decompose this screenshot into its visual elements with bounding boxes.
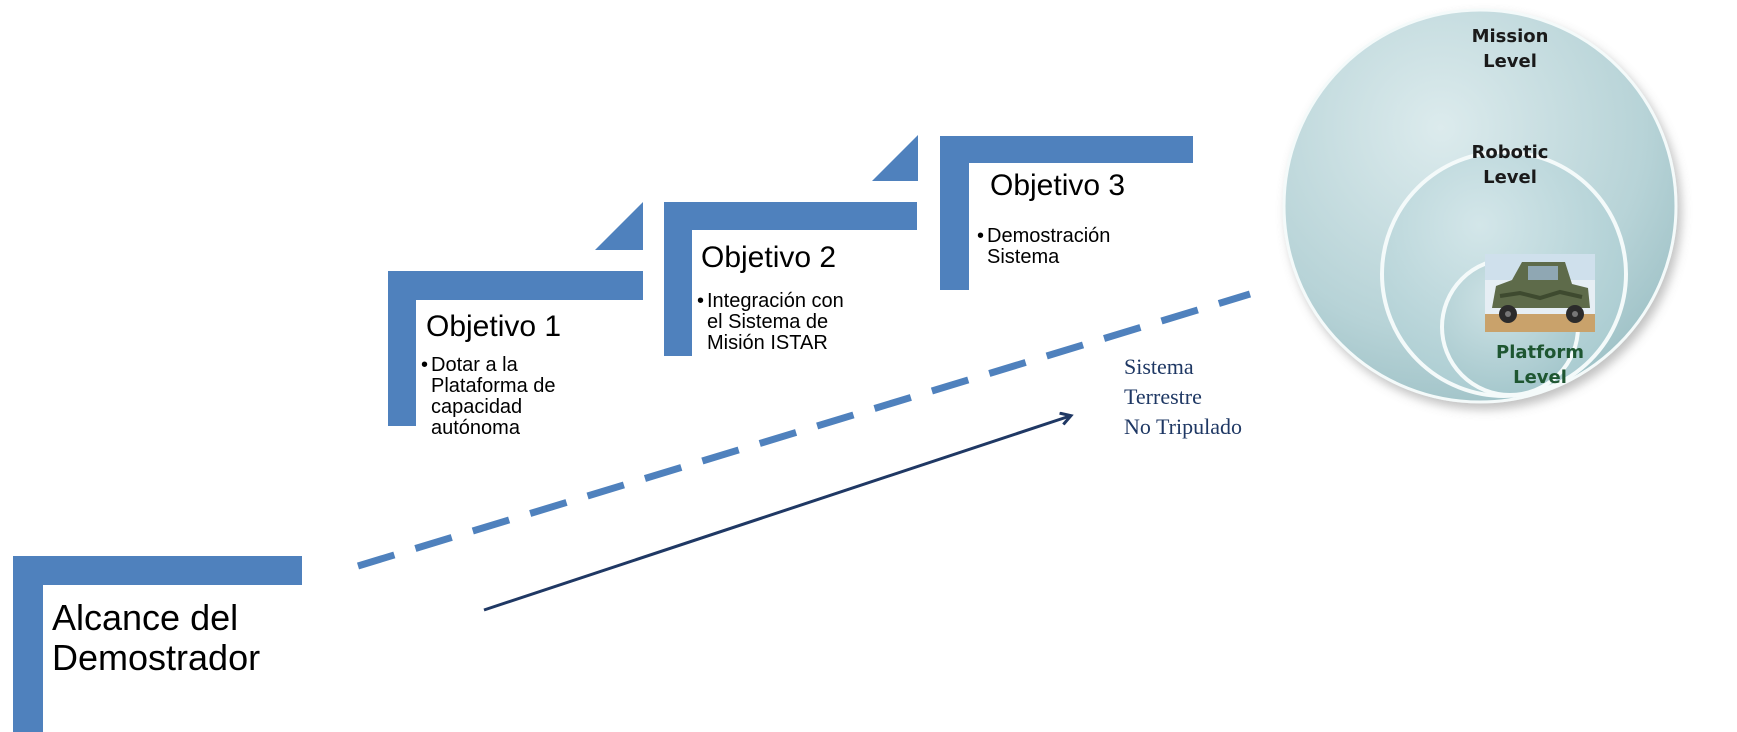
step2-corner-arrow [872, 135, 918, 181]
step2-title: Objetivo 2 [701, 241, 837, 274]
step2-bullet-line: el Sistema de [707, 311, 829, 333]
step1-title: Objetivo 1 [426, 310, 562, 343]
robotic-level-line: Robotic [1471, 142, 1549, 163]
step3-bullet-line: Sistema [987, 246, 1060, 268]
progress-arrow [483, 416, 1070, 612]
mission-level-label: Mission Level [1450, 24, 1570, 74]
platform-level-label: Platform Level [1480, 340, 1600, 390]
step1-bullet-line: Dotar a la [431, 354, 518, 376]
system-label-line: Terrestre [1124, 384, 1202, 409]
dashed-trend-line [356, 290, 1252, 570]
start-bracket [13, 556, 302, 732]
step2-bullet-line: Misión ISTAR [707, 332, 828, 354]
robotic-level-label: Robotic Level [1450, 140, 1570, 190]
platform-level-line: Platform [1496, 342, 1584, 363]
system-label: Sistema Terrestre No Tripulado [1124, 352, 1242, 442]
start-title-line: Alcance del [52, 597, 239, 638]
military-vehicle-photo [1485, 254, 1595, 332]
step1-bracket [388, 271, 643, 426]
step1-bullet-line: Plataforma de [431, 375, 556, 397]
step2-bracket [664, 202, 917, 356]
step3-bullet-line: Demostración [987, 225, 1111, 247]
step3-bracket [940, 136, 1193, 290]
step1-corner-arrow [595, 202, 643, 250]
start-title: Alcance del Demostrador [52, 598, 260, 678]
step1-bullet-line: capacidad [431, 396, 523, 418]
system-label-line: No Tripulado [1124, 414, 1242, 439]
start-title-line: Demostrador [52, 637, 261, 678]
mission-level-line: Mission [1471, 26, 1549, 47]
robotic-level-line: Level [1483, 167, 1537, 188]
step1-bullet: •Dotar a la Plataforma de capacidad autó… [421, 355, 556, 439]
step1-bullet-line: autónoma [431, 417, 520, 439]
step2-bullet-line: Integración con [707, 290, 844, 312]
mission-level-line: Level [1483, 51, 1537, 72]
system-label-line: Sistema [1124, 354, 1194, 379]
step2-bullet: •Integración con el Sistema de Misión IS… [697, 291, 844, 354]
bullet-dot: • [697, 290, 705, 312]
bullet-dot: • [421, 354, 429, 376]
bullet-dot: • [977, 225, 985, 247]
step3-bullet: •Demostración Sistema [977, 226, 1110, 268]
step3-title: Objetivo 3 [990, 169, 1126, 202]
platform-level-line: Level [1513, 367, 1567, 388]
